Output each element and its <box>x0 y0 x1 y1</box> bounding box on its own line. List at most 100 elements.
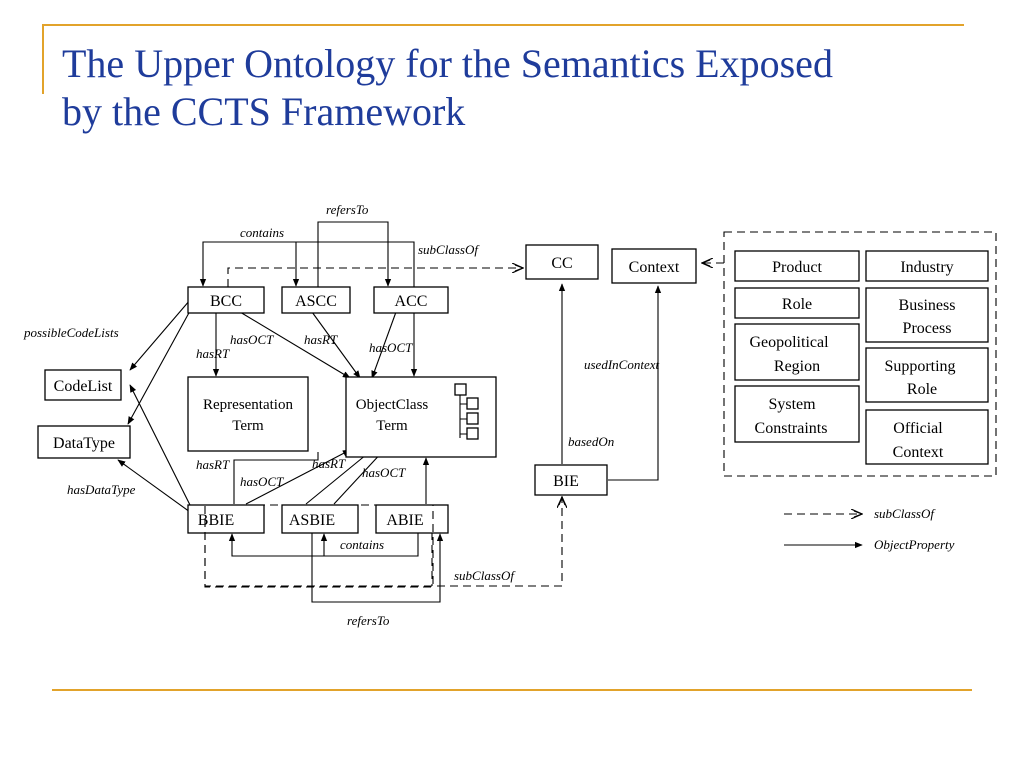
label-contains-bottom: contains <box>340 537 384 552</box>
context-official-context-line-2: Context <box>893 444 944 461</box>
label-refersto-bottom: refersTo <box>347 613 390 628</box>
node-objectclass-term-line-1: ObjectClass <box>356 397 429 413</box>
label-hasdatatype: hasDataType <box>67 482 136 497</box>
node-context <box>611 248 697 284</box>
node-datatype <box>37 425 131 459</box>
node-bie-label: BIE <box>553 473 579 490</box>
context-supporting-role-line-1: Supporting <box>884 358 955 375</box>
hierarchy-icon <box>454 383 479 440</box>
node-asbie-label: ASBIE <box>289 512 335 529</box>
slide-title: The Upper Ontology for the Semantics Exp… <box>62 40 962 136</box>
node-representation-term-line-2: Term <box>232 418 264 434</box>
edge-asbie-hasrt-2 <box>333 449 385 505</box>
bie-subclass-group <box>204 504 434 588</box>
edge-cc-subclassof <box>227 268 523 287</box>
context-industry-label: Industry <box>900 259 953 276</box>
legend: subClassOf ObjectProperty <box>784 506 955 552</box>
legend-solid-label: ObjectProperty <box>874 537 955 552</box>
footer-rule <box>52 689 972 691</box>
edge-bbie-hasoct <box>245 449 351 505</box>
context-official-context-line-1: Official <box>893 420 943 437</box>
context-role <box>734 287 860 319</box>
node-ascc-label: ASCC <box>295 293 337 310</box>
label-usedincontext: usedInContext <box>584 357 659 372</box>
context-geopolitical-region-line-1: Geopolitical <box>749 334 829 351</box>
context-system-constraints-line-2: Constraints <box>755 420 828 437</box>
label-hasrt-bbie: hasRT <box>196 457 230 472</box>
label-refersto-top: refersTo <box>326 202 369 217</box>
context-business-process-line-1: Business <box>899 297 956 314</box>
label-hasoct-abie: hasOCT <box>362 465 406 480</box>
context-system-constraints-line-1: System <box>768 396 816 413</box>
edge-bbie-hasdatatype <box>117 459 191 513</box>
label-hasoct-bcc: hasOCT <box>230 332 274 347</box>
context-supporting-role-line-2: Role <box>907 381 937 398</box>
node-representation-term <box>187 376 309 452</box>
node-acc-label: ACC <box>395 293 428 310</box>
relation-labels: refersTo contains subClassOf possibleCod… <box>23 202 659 628</box>
node-datatype-label: DataType <box>53 435 115 452</box>
slide-title-line-2: by the CCTS Framework <box>62 89 466 134</box>
node-codelist-label: CodeList <box>54 378 113 395</box>
context-product-label: Product <box>772 259 822 276</box>
label-possiblecodelists: possibleCodeLists <box>23 325 119 340</box>
label-subclassof-top: subClassOf <box>418 242 480 257</box>
label-subclassof-bottom: subClassOf <box>454 568 516 583</box>
context-business-process-line-2: Process <box>903 320 952 337</box>
context-categories-group: Product Industry Role Business Process G… <box>723 231 997 477</box>
label-hasoct-bbie: hasOCT <box>240 474 284 489</box>
context-business-process <box>865 287 989 343</box>
edge-abie-contains-bbie <box>228 532 419 557</box>
node-cc-label: CC <box>551 255 572 272</box>
edge-bie-usedincontext <box>608 285 662 481</box>
edge-ascc-hasrt <box>311 311 361 379</box>
node-bbie <box>187 504 265 534</box>
context-official-context <box>865 409 989 465</box>
label-hasrt-bcc: hasRT <box>196 346 230 361</box>
context-geopolitical-region-line-2: Region <box>774 358 820 375</box>
edge-bcc-hasoct <box>239 311 351 379</box>
edge-acc-contains-bcc <box>199 241 415 288</box>
edge-bcc-possiblecodelists <box>129 299 191 371</box>
node-cc <box>525 244 599 280</box>
context-system-constraints <box>734 385 860 443</box>
node-abie <box>375 504 449 534</box>
context-product <box>734 250 860 282</box>
node-bcc-label: BCC <box>210 293 242 310</box>
label-basedon: basedOn <box>568 434 614 449</box>
node-bie <box>534 464 608 496</box>
slide-title-line-1: The Upper Ontology for the Semantics Exp… <box>62 41 833 86</box>
edge-bcc-datatype <box>127 299 197 425</box>
label-hasoct-acc: hasOCT <box>369 340 413 355</box>
node-objectclass-term-line-2: Term <box>376 418 408 434</box>
node-abie-label: ABIE <box>386 512 423 529</box>
node-acc <box>373 286 449 314</box>
edge-acc-hasoct-1 <box>371 311 397 379</box>
node-ascc <box>281 286 351 314</box>
title-accent-bar <box>42 24 44 94</box>
node-asbie <box>281 504 359 534</box>
legend-dashed-label: subClassOf <box>874 506 936 521</box>
context-industry <box>865 250 989 282</box>
edge-asbie-refersto-abie <box>311 532 444 603</box>
node-bbie-label: BBIE <box>198 512 234 529</box>
label-contains-top: contains <box>240 225 284 240</box>
node-codelist <box>44 369 122 401</box>
edge-bbie-codelist <box>129 384 191 506</box>
context-role-label: Role <box>782 296 812 313</box>
edge-asbie-hasrt <box>305 449 373 505</box>
title-rule-top <box>42 24 964 26</box>
context-geopolitical-region <box>734 323 860 381</box>
relation-edges <box>117 221 724 603</box>
node-boxes: BCC ASCC ACC CC Context CodeList DataTyp… <box>37 244 697 534</box>
context-supporting-role <box>865 347 989 403</box>
context-group-frame <box>723 231 997 477</box>
node-representation-term-line-1: Representation <box>203 397 293 413</box>
edge-bbie-hasrt <box>233 452 319 504</box>
edge-ascc-refersto-acc <box>317 221 392 288</box>
label-hasrt-ascc: hasRT <box>304 332 338 347</box>
node-context-label: Context <box>629 259 680 276</box>
node-bcc <box>187 286 265 314</box>
label-hasrt-asbie: hasRT <box>312 456 346 471</box>
